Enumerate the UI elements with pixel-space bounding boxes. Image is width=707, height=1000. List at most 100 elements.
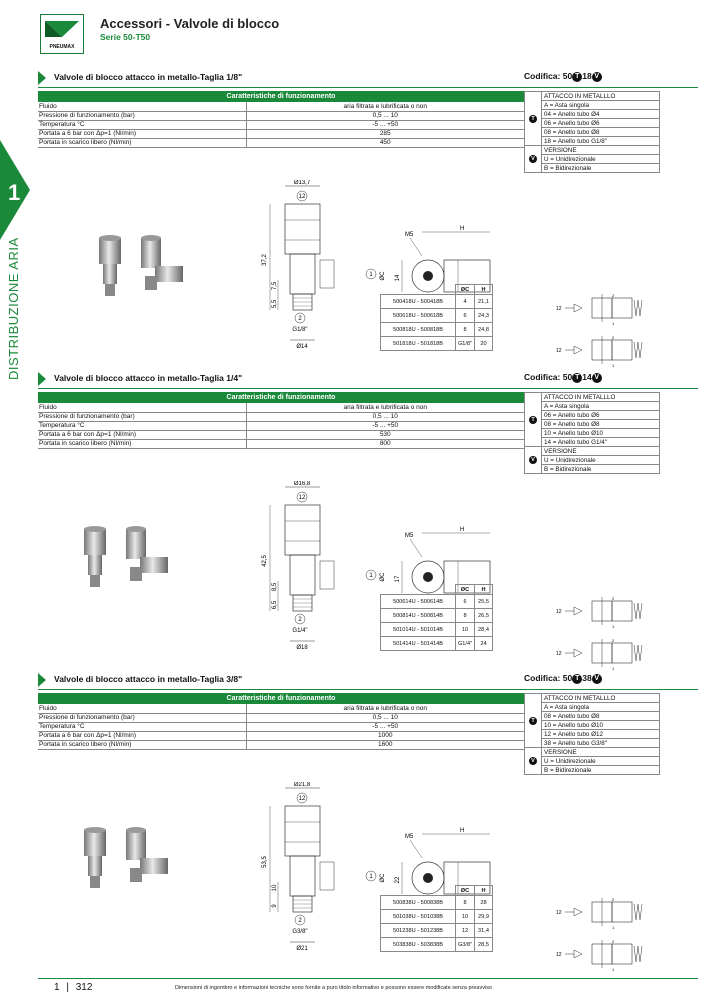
dim-h2: 10: [272, 884, 278, 891]
chapter-tab: [0, 140, 30, 240]
attacco-option: 06 = Anello tubo Ø6: [541, 410, 660, 420]
code-cell: 500838U - 500838B: [380, 895, 456, 910]
oc-cell: 10: [455, 909, 475, 924]
port-2-label: 2: [298, 316, 302, 322]
h-cell: 20: [474, 336, 493, 351]
valve-symbol: 12 2 1: [556, 638, 643, 671]
col-oc: ØC: [455, 885, 475, 896]
symbol-port-1: 1: [612, 321, 615, 326]
symbol-port-2: 2: [612, 335, 615, 340]
versione-header: VERSIONE: [541, 446, 660, 456]
dim-vert: 14: [395, 274, 401, 281]
code-cell: 500818U - 500818B: [380, 322, 456, 337]
attacco-option: 08 = Anello tubo Ø8: [541, 419, 660, 429]
table-row: Portata in scarico libero (Nl/min)450: [38, 138, 524, 148]
dim-h1: 37,2: [262, 254, 268, 266]
versione-header: VERSIONE: [541, 747, 660, 757]
h-cell: 24: [474, 636, 493, 651]
port-1-label: 1: [369, 272, 373, 278]
attacco-header: ATTACCO IN METALLLO: [541, 91, 660, 101]
valve-symbol: 12 2 1: [556, 335, 643, 368]
dim-vert: 17: [395, 575, 401, 582]
valve-symbol: 12 2 1: [556, 596, 643, 629]
code-mark-cell: V: [524, 747, 542, 775]
property-name: Pressione di funzionamento (bar): [38, 111, 246, 121]
symbol-port-2: 2: [612, 939, 615, 944]
symbol-port-1: 1: [612, 925, 615, 930]
table-row: Portata a 6 bar con Δp=1 (Nl/min)530: [38, 430, 524, 440]
attacco-option: 06 = Anello tubo Ø6: [541, 118, 660, 128]
codifica-prefix: 50: [562, 673, 573, 683]
code-cell: 503838U - 503838B: [380, 937, 456, 952]
dim-port: G1/8": [292, 327, 307, 333]
property-value: 1000: [245, 731, 524, 741]
h-cell: 31,4: [474, 923, 493, 938]
property-name: Fluido: [38, 704, 246, 714]
attacco-option: A = Asta singola: [541, 401, 660, 411]
footer-page: 312: [75, 982, 93, 993]
dim-od: Ø21,8: [294, 782, 311, 788]
t-badge: T: [529, 415, 537, 424]
col-h: H: [474, 584, 493, 595]
col-h: H: [474, 885, 493, 896]
properties-table-header: Caratteristiche di funzionamento: [38, 392, 524, 403]
codifica-v-badge: V: [591, 71, 602, 82]
property-name: Portata a 6 bar con Δp=1 (Nl/min): [38, 129, 246, 139]
property-value: -5 ... +50: [245, 120, 524, 130]
dim-od: Ø13,7: [294, 180, 311, 186]
property-value: 0,5 ... 10: [245, 111, 524, 121]
t-badge: T: [529, 114, 537, 123]
property-name: Pressione di funzionamento (bar): [38, 713, 246, 723]
symbol-port-1: 1: [612, 363, 615, 368]
property-value: aria filtrata e lubrificata o non: [245, 403, 524, 413]
attacco-option: A = Asta singola: [541, 702, 660, 712]
h-cell: 24,3: [474, 308, 493, 323]
table-row: Portata a 6 bar con Δp=1 (Nl/min)285: [38, 129, 524, 139]
table-row: Temperatura °C-5 ... +50: [38, 120, 524, 130]
dim-H: H: [460, 828, 464, 834]
dim-port: G3/8": [292, 929, 307, 935]
property-value: 1600: [245, 740, 524, 750]
code-mark-cell: T: [524, 693, 542, 748]
property-name: Portata in scarico libero (Nl/min): [38, 439, 246, 449]
chapter-number: 1: [8, 180, 21, 205]
code-mark-cell: V: [524, 145, 542, 173]
property-name: Pressione di funzionamento (bar): [38, 412, 246, 422]
technical-drawing: Ø13,7 12 37,2 7,5 5,5 2 G1/8" Ø14 1 ØC M…: [262, 180, 491, 350]
section-title: Valvole di blocco attacco in metallo-Tag…: [54, 72, 243, 82]
section-title: Valvole di blocco attacco in metallo-Tag…: [54, 373, 243, 383]
footer-rule: [38, 978, 698, 979]
dim-oc: ØC: [380, 572, 386, 582]
code-mark-cell: T: [524, 91, 542, 146]
h-cell: 25,5: [474, 594, 493, 609]
symbol-port-1: 1: [612, 967, 615, 972]
code-mark-cell: V: [524, 446, 542, 474]
attacco-option: 18 = Anello tubo G1/8": [541, 136, 660, 146]
section-header: Valvole di blocco attacco in metallo-Tag…: [38, 371, 698, 389]
property-name: Fluido: [38, 403, 246, 413]
codifica-size: 18: [582, 71, 592, 81]
attacco-option: 38 = Anello tubo G3/8": [541, 738, 660, 748]
port-12-label: 12: [299, 796, 306, 802]
symbol-port-12: 12: [556, 651, 562, 657]
oc-cell: G3/8": [455, 937, 475, 952]
section-header: Valvole di blocco attacco in metallo-Tag…: [38, 70, 698, 88]
h-cell: 26,5: [474, 608, 493, 623]
table-row: Portata in scarico libero (Nl/min)800: [38, 439, 524, 449]
code-cell: 500418U - 500418B: [380, 294, 456, 309]
versione-option: B = Bidirezionale: [541, 765, 660, 775]
versione-option: U = Unidirezionale: [541, 154, 660, 164]
code-cell: 500614U - 500614B: [380, 594, 456, 609]
